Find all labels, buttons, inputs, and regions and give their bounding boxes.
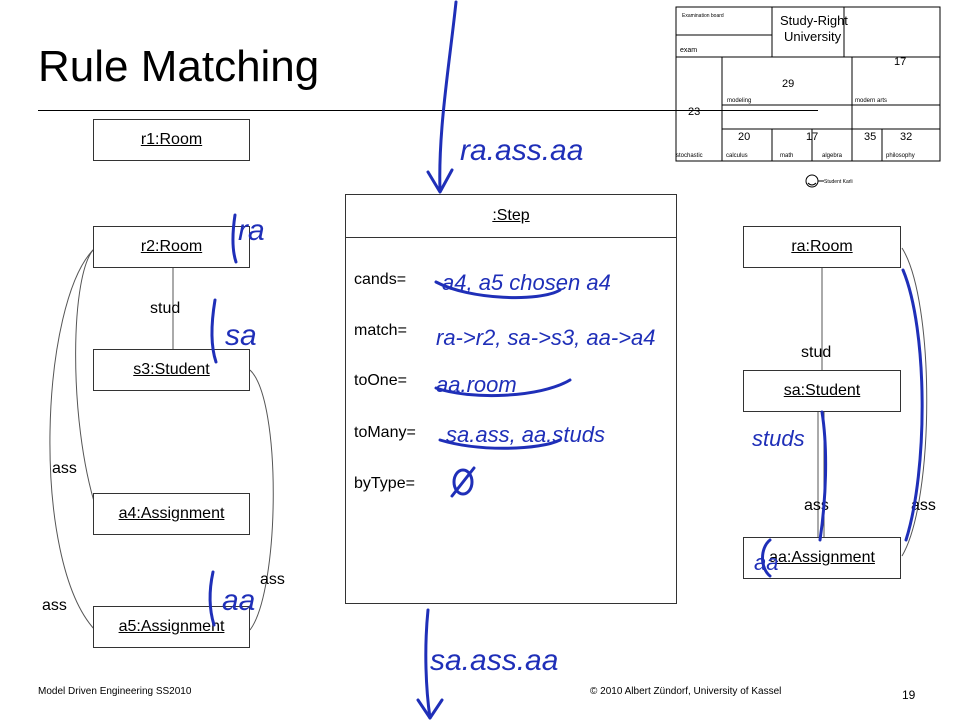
title-underline [38, 110, 818, 111]
ink-tomany-underline [438, 438, 562, 450]
object-s3-student[interactable]: s3:Student [93, 349, 250, 391]
page-number: 19 [902, 688, 916, 702]
inset-title-1: Study-Right [780, 13, 848, 28]
inset-math: math [780, 153, 793, 159]
ink-arrow-bottom-line [424, 608, 432, 720]
footer-course: Model Driven Engineering SS2010 [38, 686, 192, 697]
inset-n32: 32 [900, 131, 912, 143]
ink-text-a5: aa [222, 584, 255, 617]
study-right-inset: Examination board exam Study-Right Unive… [675, 6, 941, 188]
ink-text-aa: aa [754, 550, 778, 575]
object-r1-room[interactable]: r1:Room [93, 119, 250, 161]
ink-emptyset-slash [450, 466, 476, 498]
ink-text-cands: a4, a5 chosen a4 [442, 270, 611, 295]
link-label-stud-right: stud [801, 344, 832, 361]
ink-aa-mark [761, 538, 772, 578]
ink-text-r2: ra [238, 214, 265, 247]
ink-text-bottom: sa.ass.aa [430, 644, 558, 677]
ink-emptyset-circle [452, 468, 474, 496]
smiley-icon [805, 174, 824, 188]
inset-algebra: algebra [822, 153, 843, 159]
attr-toone: toOne= [354, 372, 407, 389]
attr-match: match= [354, 322, 407, 339]
object-aa-assignment[interactable]: aa:Assignment [743, 537, 901, 579]
inset-philosophy: philosophy [886, 153, 915, 159]
inset-title-2: University [784, 29, 842, 44]
link-label-ass-a5: ass [42, 597, 67, 614]
ink-text-tomany: sa.ass, aa.studs [446, 422, 605, 447]
inset-n29: 29 [782, 78, 794, 90]
inset-calculus: calculus [726, 153, 748, 159]
ink-text-toone: aa.room [436, 372, 517, 397]
ink-bracket-a5 [208, 570, 216, 627]
footer-copyright: © 2010 Albert Zündorf, University of Kas… [590, 686, 782, 697]
ink-cands-underline [434, 280, 562, 300]
attr-cands: cands= [354, 271, 407, 288]
ink-arrow-top-line [438, 0, 458, 192]
link-label-ass-ra: ass [911, 497, 936, 514]
step-object[interactable]: :Step cands= match= toOne= toMany= byTyp… [345, 194, 677, 604]
slide-title: Rule Matching [38, 42, 320, 91]
inset-exam-board: Examination board [682, 13, 724, 19]
inset-modeling: modeling [727, 98, 751, 104]
inset-n17b: 17 [806, 131, 818, 143]
inset-exam: exam [680, 47, 697, 54]
step-header: :Step [346, 195, 676, 238]
ink-text-s3: sa [225, 319, 257, 352]
attr-bytype: byType= [354, 475, 415, 492]
ink-stud-right-line [818, 410, 828, 542]
inset-n17a: 17 [894, 56, 906, 68]
link-label-ass-a4: ass [52, 460, 77, 477]
object-a5-assignment[interactable]: a5:Assignment [93, 606, 250, 648]
ink-arrow-top-head [426, 168, 454, 194]
attr-tomany: toMany= [354, 424, 416, 441]
link-label-stud-left: stud [150, 300, 181, 317]
inset-n20: 20 [738, 131, 750, 143]
ink-bracket-r2 [231, 213, 238, 264]
ink-toone-underline [434, 378, 572, 398]
inset-student-label: Student Karli [824, 179, 853, 185]
ink-arrow-bottom-head [416, 698, 444, 720]
ink-text-match: ra->r2, sa->s3, aa->a4 [436, 325, 656, 350]
object-a4-assignment[interactable]: a4:Assignment [93, 493, 250, 535]
ink-text-top: ra.ass.aa [460, 134, 583, 167]
ink-right-arc [901, 268, 924, 542]
object-r2-room[interactable]: r2:Room [93, 226, 250, 268]
inset-n23: 23 [688, 106, 700, 118]
object-ra-room[interactable]: ra:Room [743, 226, 901, 268]
inset-n35: 35 [864, 131, 876, 143]
inset-modern-arts: modern arts [855, 98, 887, 104]
ink-bracket-s3 [210, 298, 218, 364]
object-sa-student[interactable]: sa:Student [743, 370, 901, 412]
ink-text-studs-right: studs [752, 426, 805, 451]
link-label-ass-s3: ass [260, 571, 285, 588]
inset-stochastic: stochastic [676, 153, 703, 159]
